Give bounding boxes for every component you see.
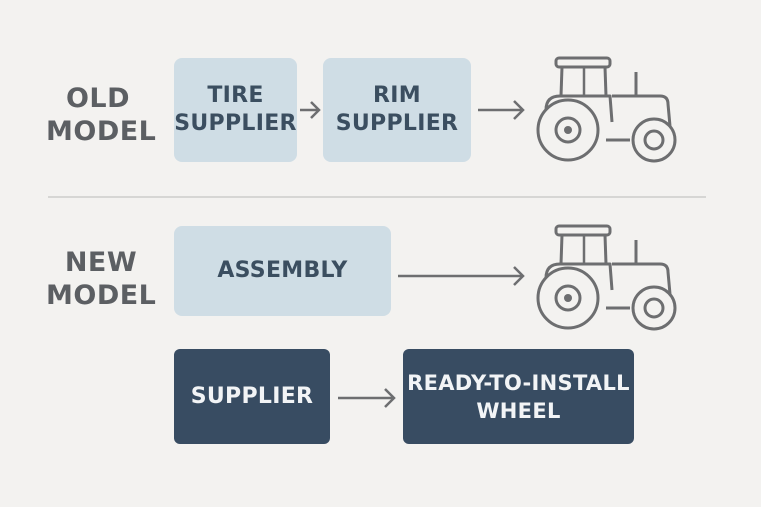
arrow-right-icon <box>338 388 396 408</box>
tire-supplier-line-2: SUPPLIER <box>174 111 297 136</box>
arrow-right-icon <box>478 100 525 120</box>
supplier-text: SUPPLIER <box>190 383 314 409</box>
rim-supplier-line-2: SUPPLIER <box>335 111 459 136</box>
old-model-label: OLD MODEL <box>46 82 157 148</box>
ready-wheel-line-1: READY-TO-INSTALL <box>407 370 630 395</box>
ready-to-install-wheel-box: READY-TO-INSTALL WHEEL <box>403 349 634 444</box>
new-model-label: NEW MODEL <box>46 246 156 312</box>
tire-supplier-line-1: TIRE <box>207 83 264 108</box>
new-model-label-line-2: MODEL <box>46 280 157 311</box>
section-divider <box>48 196 706 198</box>
new-model-label-line-1: NEW <box>64 247 138 278</box>
ready-wheel-line-2: WHEEL <box>476 398 561 423</box>
assembly-text: ASSEMBLY <box>217 258 348 283</box>
tractor-icon <box>536 56 677 163</box>
arrow-right-icon <box>398 266 525 286</box>
assembly-box: ASSEMBLY <box>174 226 391 316</box>
supplier-box: SUPPLIER <box>174 349 330 444</box>
tractor-icon <box>536 224 677 331</box>
tire-supplier-box: TIRE SUPPLIER <box>174 58 297 162</box>
old-model-label-line-2: MODEL <box>46 116 157 147</box>
rim-supplier-box: RIM SUPPLIER <box>323 58 471 162</box>
rim-supplier-line-1: RIM <box>373 83 421 108</box>
old-model-label-line-1: OLD <box>65 83 131 114</box>
arrow-right-icon <box>300 101 321 119</box>
